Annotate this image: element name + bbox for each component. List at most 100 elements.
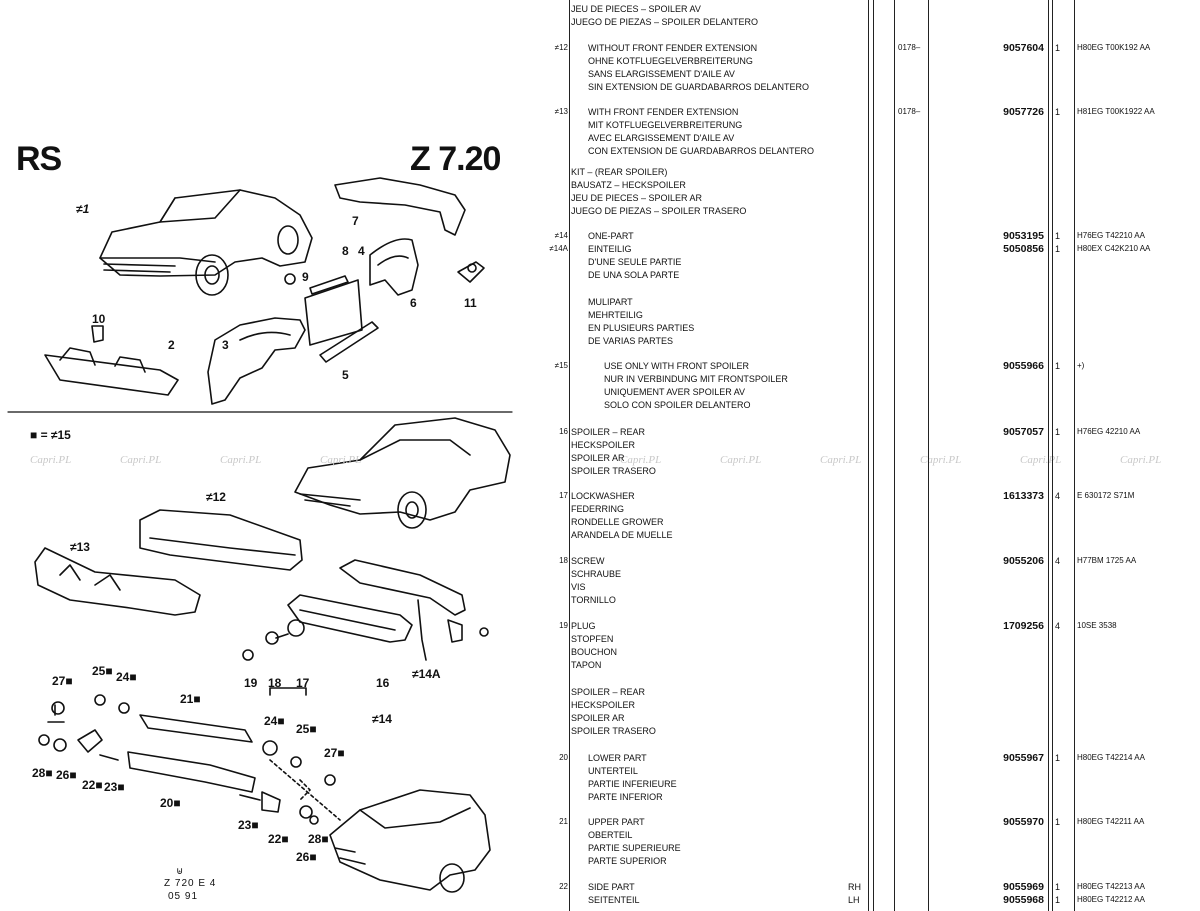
serial-range: 0178– xyxy=(898,107,921,116)
callout-28b: 28■ xyxy=(308,832,329,846)
part-number: 9055967 xyxy=(1003,752,1044,764)
vehicle-code: H81EG T00K1922 AA xyxy=(1077,107,1155,116)
parts-table xyxy=(540,0,1200,911)
callout-20: 20■ xyxy=(160,796,181,810)
callout-5: 5 xyxy=(342,368,349,382)
callout-3: 3 xyxy=(222,338,229,352)
description-line: SPOILER TRASERO xyxy=(571,465,656,476)
callout-26a: 26■ xyxy=(56,768,77,782)
description-line: EN PLUSIEURS PARTIES xyxy=(588,322,695,333)
part-number: 9057057 xyxy=(1003,426,1044,438)
quantity: 1 xyxy=(1055,107,1061,117)
callout-23a: 23■ xyxy=(104,780,125,794)
watermark: Capri.PL xyxy=(720,454,762,466)
description-line: ARANDELA DE MUELLE xyxy=(571,529,673,540)
callout-6: 6 xyxy=(410,296,417,310)
description-line: UPPER PART xyxy=(588,817,645,827)
watermark: Capri.PL xyxy=(120,454,162,466)
watermark: Capri.PL xyxy=(820,454,862,466)
callout-21: 21■ xyxy=(180,692,201,706)
quantity: 1 xyxy=(1055,43,1061,53)
description-line: SEITENTEIL xyxy=(588,894,640,905)
watermark: Capri.PL xyxy=(220,454,262,466)
description-line: SIDE PART xyxy=(588,882,635,892)
callout-10: 10 xyxy=(92,312,106,326)
description-line: BAUSATZ – HECKSPOILER xyxy=(571,179,686,190)
quantity: 4 xyxy=(1055,556,1061,566)
watermark: Capri.PL xyxy=(1120,454,1162,466)
quantity: 1 1 xyxy=(1055,231,1061,254)
description-line: HECKSPOILER xyxy=(571,439,636,450)
description-line: PARTE INFERIOR xyxy=(588,791,663,802)
ref-number: 17 xyxy=(559,491,568,500)
description-line: KIT – (REAR SPOILER) xyxy=(571,167,668,177)
watermark: Capri.PL xyxy=(30,454,72,466)
description-line: UNTERTEIL xyxy=(588,765,638,776)
illustration-panel: RS Z 7.20 ■ = ≠15 xyxy=(0,0,540,911)
callout-14: ≠14 xyxy=(372,712,392,726)
callout-18: 18 xyxy=(268,676,282,690)
group-code: Z 7.20 xyxy=(410,140,501,178)
description-line: MULIPART xyxy=(588,297,633,307)
description-line: SPOILER TRASERO xyxy=(571,725,656,736)
description-line: FEDERRING xyxy=(571,503,625,514)
description-line: SPOILER – REAR xyxy=(571,427,646,437)
quantity: 4 xyxy=(1055,621,1061,631)
description-line: UNIQUEMENT AVER SPOILER AV xyxy=(604,386,746,397)
side-code: RH LH xyxy=(848,882,861,905)
part-number: 9055206 xyxy=(1003,555,1044,567)
part-number: 9055970 xyxy=(1003,816,1044,828)
description-line: SPOILER – REAR xyxy=(571,687,646,697)
callout-25b: 25■ xyxy=(296,722,317,736)
description-line: CON EXTENSION DE GUARDABARROS DELANTERO xyxy=(588,145,815,156)
description-line: WITH FRONT FENDER EXTENSION xyxy=(588,107,739,117)
description-line: SANS ELARGISSEMENT D'AILE AV xyxy=(588,68,735,79)
watermark: Capri.PL xyxy=(920,454,962,466)
description-line: D'UNE SEULE PARTIE xyxy=(588,256,682,267)
callout-22b: 22■ xyxy=(268,832,289,846)
description-line: TAPON xyxy=(571,659,602,670)
part-number: 1709256 xyxy=(1003,620,1044,632)
description-line: SIN EXTENSION DE GUARDABARROS DELANTERO xyxy=(588,81,810,92)
ref-number: ≠14 ≠14A xyxy=(549,231,568,253)
vehicle-code: H80EG T42213 AA H80EG T42212 AA xyxy=(1077,882,1145,904)
watermark: Capri.PL xyxy=(320,454,362,466)
callout-28a: 28■ xyxy=(32,766,53,780)
ref-number: 20 xyxy=(559,753,568,762)
callout-25a: 25■ xyxy=(92,664,113,678)
description-line: WITHOUT FRONT FENDER EXTENSION xyxy=(588,43,758,53)
callout-4: 4 xyxy=(358,244,365,258)
ref-number: 18 xyxy=(559,556,568,565)
description-line: SOLO CON SPOILER DELANTERO xyxy=(604,399,751,410)
ref-number: ≠13 xyxy=(554,107,568,116)
description-line: JUEGO DE PIEZAS – SPOILER TRASERO xyxy=(571,205,747,216)
description-line: OBERTEIL xyxy=(588,829,633,840)
description-line: PLUG xyxy=(571,621,596,631)
part-number: 9055966 xyxy=(1003,360,1044,372)
callout-27a: 27■ xyxy=(52,674,73,688)
part-number: 1613373 xyxy=(1003,490,1044,502)
ref-number: 16 xyxy=(559,427,568,436)
callout-1: ≠1 xyxy=(76,202,90,216)
callout-24a: 24■ xyxy=(116,670,137,684)
vehicle-code: H80EG T42211 AA xyxy=(1077,817,1145,826)
quantity: 4 xyxy=(1055,491,1061,501)
footer-mark: ⊎ xyxy=(176,866,184,877)
exploded-view-drawing xyxy=(7,177,513,893)
ref-number: 21 xyxy=(559,817,568,826)
callout-13: ≠13 xyxy=(70,540,90,554)
description-line: HECKSPOILER xyxy=(571,699,636,710)
callout-8: 8 xyxy=(342,244,349,258)
description-line: PARTIE INFERIEURE xyxy=(588,778,677,789)
ref-number: ≠12 xyxy=(554,43,568,52)
quantity: 1 1 xyxy=(1055,882,1061,905)
description-line: TORNILLO xyxy=(571,594,616,605)
description-line: PARTIE SUPERIEURE xyxy=(588,842,681,853)
callout-17: 17 xyxy=(296,676,310,690)
description-line: MEHRTEILIG xyxy=(588,309,643,320)
description-line: JEU DE PIECES – SPOILER AV xyxy=(571,4,701,14)
description-line: EINTEILIG xyxy=(588,243,632,254)
vehicle-code: +) xyxy=(1077,361,1085,370)
vehicle-code: E 630172 S71M xyxy=(1077,491,1135,500)
callout-12: ≠12 xyxy=(206,490,226,504)
